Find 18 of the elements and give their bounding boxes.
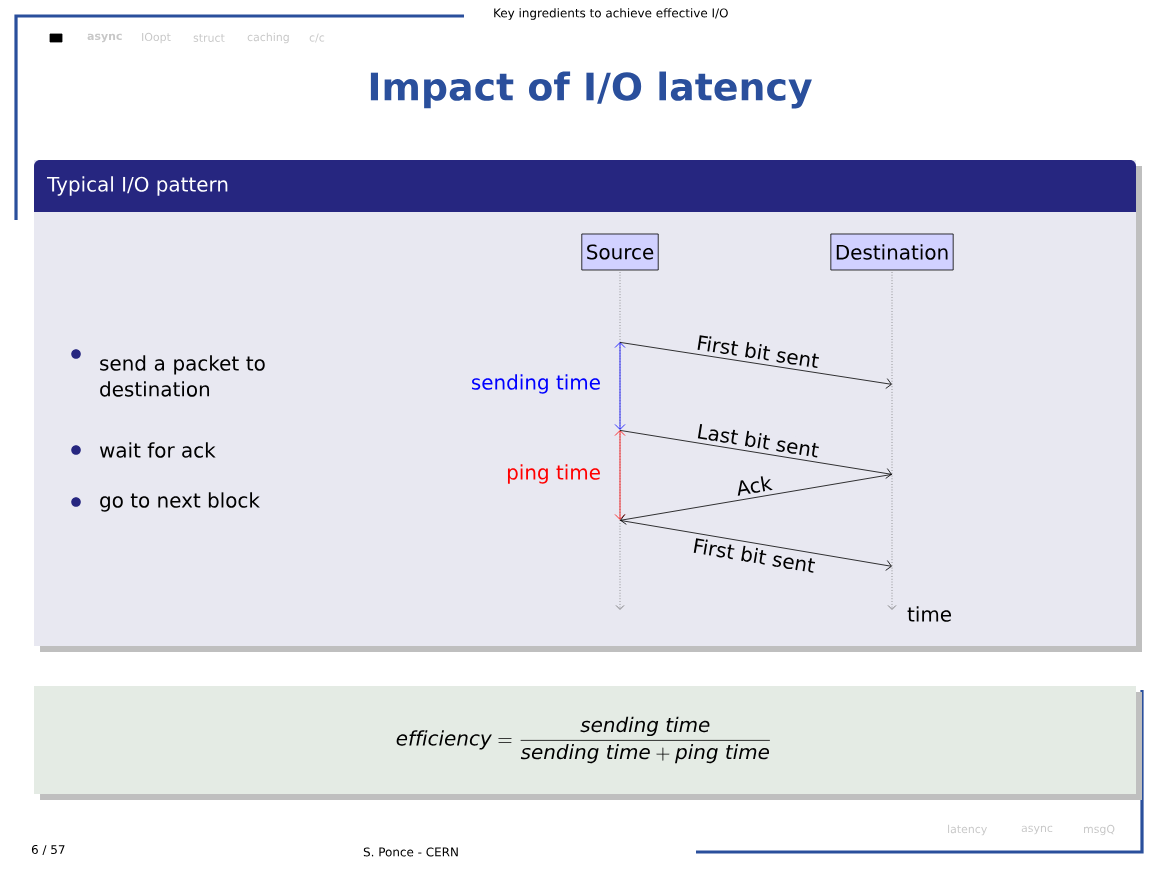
arrow <box>620 474 893 525</box>
bullet-text: send a packet to destination <box>100 355 265 397</box>
lifeline-box: Source <box>581 233 659 271</box>
edge-label: First bit sent <box>689 535 819 576</box>
edge-label: Ack <box>732 472 776 499</box>
edge-label: First bit sent <box>693 332 823 371</box>
lifeline-box: Destination <box>830 233 954 271</box>
arrow <box>619 342 892 389</box>
axis-label: time <box>907 606 951 622</box>
bullet-text: wait for ack <box>99 442 216 458</box>
formula-box: $\mathit{efficiency} = \frac{\mathit{sending\ time}}{\mathit{sending\ time} + \mathit{ping\ time}}$ <box>34 686 1136 794</box>
arrow <box>619 520 892 571</box>
slide-title: Impact of I/O latency <box>370 71 812 109</box>
bullet-text: go to next block <box>100 492 260 512</box>
edge-label: Last bit sent <box>693 420 823 461</box>
arrow <box>619 430 892 479</box>
interval-label: sending time <box>472 374 600 394</box>
interval-label: ping time <box>507 464 600 484</box>
